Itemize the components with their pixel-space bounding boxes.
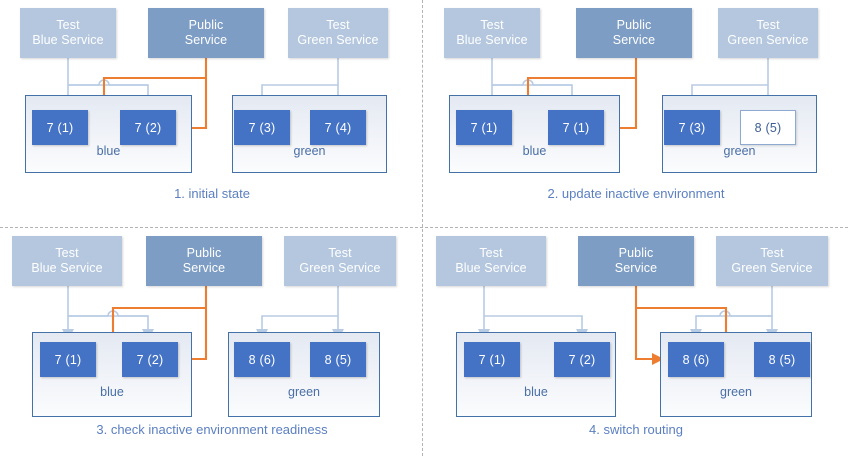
service-public-line2: Service	[184, 33, 228, 47]
environment-blue-label: blue	[96, 144, 121, 158]
service-test-blue-line1: Test	[56, 18, 80, 32]
instance-green-1[interactable]: 7 (3)	[664, 110, 720, 145]
instance-green-2[interactable]: 8 (5)	[754, 342, 810, 377]
service-public-line1: Public	[186, 246, 222, 260]
instance-blue-1[interactable]: 7 (1)	[32, 110, 88, 145]
panel-caption-3: 3. check inactive environment readiness	[96, 422, 328, 437]
instance-blue-1[interactable]: 7 (1)	[464, 342, 520, 377]
panel-caption-1: 1. initial state	[174, 186, 250, 201]
service-test-green-line2: Green Service	[727, 33, 809, 47]
instance-blue-2[interactable]: 7 (2)	[122, 342, 178, 377]
service-test-blue-line2: Blue Service	[32, 33, 104, 47]
service-test-green-line1: Test	[756, 18, 780, 32]
service-public-line1: Public	[618, 246, 654, 260]
service-public-line1: Public	[188, 18, 224, 32]
environment-blue-label: blue	[524, 385, 548, 399]
instance-blue-1[interactable]: 7 (1)	[456, 110, 512, 145]
instance-green-2[interactable]: 7 (4)	[310, 110, 366, 145]
panel-caption-4: 4. switch routing	[589, 422, 683, 437]
service-test-green-line2: Green Service	[297, 33, 379, 47]
service-test-green-line1: Test	[328, 246, 352, 260]
service-test-green-line1: Test	[760, 246, 784, 260]
service-test-blue-line2: Blue Service	[455, 261, 527, 275]
instance-green-1[interactable]: 8 (6)	[234, 342, 290, 377]
instance-blue-2[interactable]: 7 (1)	[548, 110, 604, 145]
service-test-blue-line1: Test	[55, 246, 79, 260]
service-public-line2: Service	[612, 33, 656, 47]
instance-blue-2[interactable]: 7 (2)	[554, 342, 610, 377]
service-test-blue-line1: Test	[479, 246, 503, 260]
instance-green-2[interactable]: 8 (5)	[310, 342, 366, 377]
environment-green-label: green	[293, 144, 326, 158]
service-public-line2: Service	[614, 261, 658, 275]
instance-green-1[interactable]: 7 (3)	[234, 110, 290, 145]
instance-green-1[interactable]: 8 (6)	[668, 342, 724, 377]
instance-green-2[interactable]: 8 (5)	[740, 110, 796, 145]
service-test-green-line2: Green Service	[299, 261, 381, 275]
service-test-blue-line1: Test	[480, 18, 504, 32]
panel-caption-2: 2. update inactive environment	[547, 186, 725, 201]
instance-blue-2[interactable]: 7 (2)	[120, 110, 176, 145]
service-public-line2: Service	[182, 261, 226, 275]
instance-blue-1[interactable]: 7 (1)	[40, 342, 96, 377]
environment-green-label: green	[288, 385, 320, 399]
environment-green-label: green	[720, 385, 752, 399]
environment-blue-label: blue	[522, 144, 547, 158]
service-test-blue-line2: Blue Service	[31, 261, 103, 275]
service-public-line1: Public	[616, 18, 652, 32]
environment-blue-label: blue	[100, 385, 124, 399]
service-test-green-line1: Test	[326, 18, 350, 32]
environment-green-label: green	[723, 144, 756, 158]
service-test-green-line2: Green Service	[731, 261, 813, 275]
service-test-blue-line2: Blue Service	[456, 33, 528, 47]
